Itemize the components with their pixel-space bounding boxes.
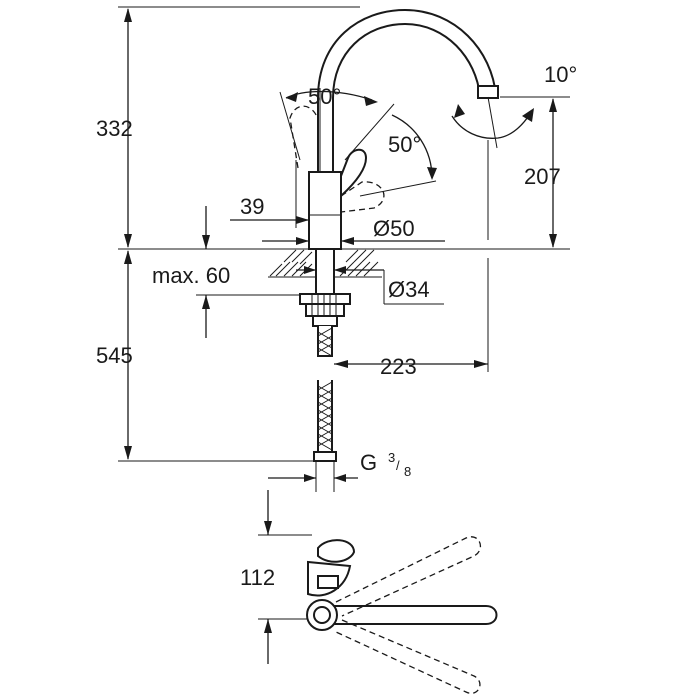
label-shank-diameter: Ø34	[388, 277, 430, 302]
dimension-lever-angle-side: 50°	[359, 114, 437, 197]
countertop-section	[268, 249, 382, 278]
dimension-max-thickness: max. 60	[152, 206, 300, 338]
dimension-spout-angle: 10°	[451, 62, 577, 149]
dimension-lever-angle-top: 50°	[279, 84, 395, 172]
label-body-diameter: Ø50	[373, 216, 415, 241]
label-spout-reach: 223	[380, 354, 417, 379]
label-lever-angle-side: 50°	[388, 132, 421, 157]
dimension-shank-diameter: Ø34	[296, 266, 444, 305]
label-below-deck: 545	[96, 343, 133, 368]
spout	[317, 8, 499, 172]
top-view: 112	[240, 490, 498, 694]
label-spout-angle: 10°	[544, 62, 577, 87]
label-connection: G	[360, 450, 377, 475]
dimension-below-deck: 545	[96, 250, 133, 460]
label-body-offset: 39	[240, 194, 264, 219]
label-height-total: 332	[96, 116, 133, 141]
dimension-body-offset: 39	[230, 160, 309, 228]
tap-body	[289, 105, 385, 250]
nut-ribs	[311, 295, 337, 315]
label-connection-num: 3	[388, 450, 395, 465]
label-lever-angle-top: 50°	[308, 84, 341, 109]
hatch-right	[339, 249, 379, 277]
label-max-thickness: max. 60	[152, 263, 230, 288]
dimension-body-diameter: Ø50	[262, 216, 445, 245]
dimension-spout-reach: 223	[334, 354, 488, 379]
dimension-height-total: 332	[96, 8, 133, 248]
dimension-spout-height: 207	[524, 98, 561, 248]
reference-lines	[118, 6, 570, 462]
label-connection-slash: /	[396, 458, 400, 473]
label-top-view-depth: 112	[240, 565, 275, 590]
label-connection-den: 8	[404, 464, 411, 479]
label-spout-height: 207	[524, 164, 561, 189]
dimension-connection: G 3 / 8	[268, 450, 411, 492]
flexible-hose	[313, 326, 337, 462]
mounting-shank	[299, 248, 351, 327]
